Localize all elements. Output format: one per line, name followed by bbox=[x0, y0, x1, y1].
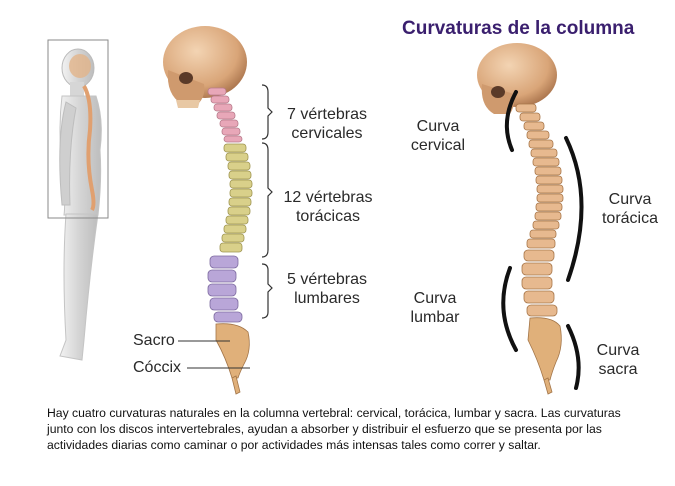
lumbar-curve-word: Curva bbox=[413, 290, 457, 307]
sacral-curve-label: Curva sacra bbox=[586, 341, 650, 379]
cervical-vertebrae-label: 7 vértebras cervicales bbox=[282, 105, 372, 143]
diagram-title: Curvaturas de la columna bbox=[402, 18, 635, 39]
lumbar-vertebrae-label: 5 vértebras lumbares bbox=[282, 270, 372, 308]
lumbar-curve-name: lumbar bbox=[410, 309, 460, 326]
cervical-curve-word: Curva bbox=[416, 118, 460, 135]
thoracic-vertebrae-name: torácicas bbox=[295, 208, 361, 225]
thoracic-curve-name: torácica bbox=[601, 210, 659, 227]
cervical-curve-name: cervical bbox=[410, 137, 466, 154]
cervical-vertebrae-count: 7 vértebras bbox=[286, 106, 368, 123]
thoracic-curve-word: Curva bbox=[608, 191, 652, 208]
segmented-spine bbox=[163, 26, 273, 395]
sacral-curve-word: Curva bbox=[596, 342, 640, 359]
curved-spine bbox=[477, 43, 584, 395]
sacrum-label: Sacro bbox=[133, 332, 175, 349]
thoracic-vertebrae-count: 12 vértebras bbox=[283, 189, 373, 206]
curve-arcs bbox=[501, 90, 584, 390]
thoracic-vertebrae-label: 12 vértebras torácicas bbox=[276, 188, 380, 226]
cervical-vertebrae-name: cervicales bbox=[291, 125, 363, 142]
lumbar-curve-label: Curva lumbar bbox=[400, 289, 470, 327]
coccyx-label: Cóccix bbox=[133, 359, 182, 376]
human-figure bbox=[47, 39, 109, 361]
caption-text: Hay cuatro curvaturas naturales en la co… bbox=[47, 406, 621, 452]
cervical-curve-label: Curva cervical bbox=[400, 117, 476, 155]
lumbar-vertebrae-name: lumbares bbox=[294, 290, 360, 307]
sacral-curve-name: sacra bbox=[598, 361, 638, 378]
lumbar-vertebrae-count: 5 vértebras bbox=[286, 271, 368, 288]
spine-vertebrae bbox=[515, 103, 564, 317]
thoracic-curve-label: Curva torácica bbox=[590, 190, 670, 228]
